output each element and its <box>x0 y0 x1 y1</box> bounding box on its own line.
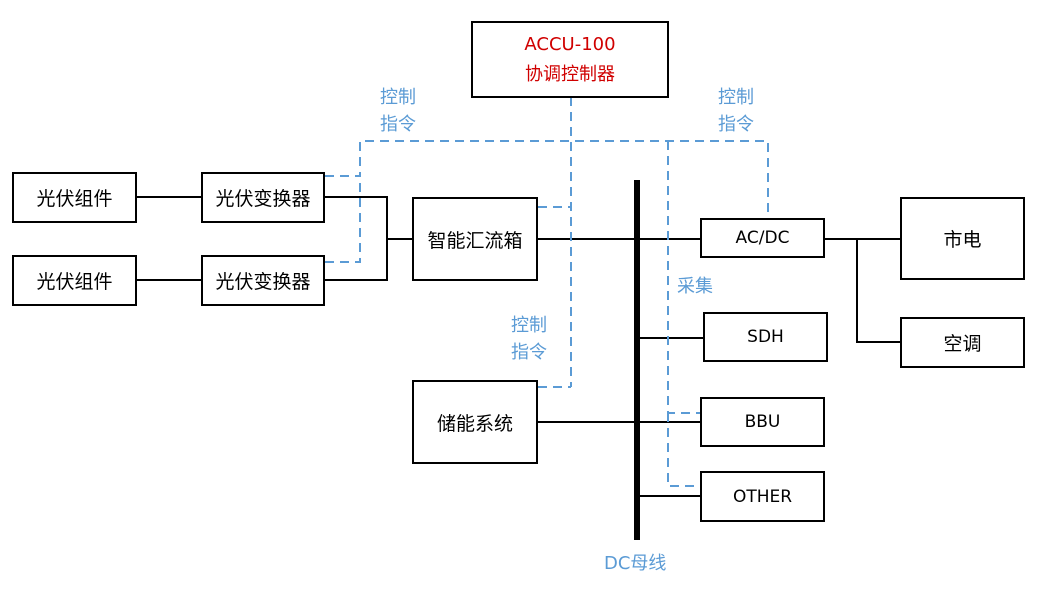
sdh-box: SDH <box>703 312 828 362</box>
control-lines <box>325 97 769 487</box>
acdc-box: AC/DC <box>700 218 825 258</box>
bbu-box: BBU <box>700 397 825 447</box>
controller-model: ACCU-100 <box>524 33 616 55</box>
controller-name: 协调控制器 <box>525 63 615 85</box>
power-wires <box>137 196 900 497</box>
control-label-left: 控制 指令 <box>380 87 416 135</box>
pv-inverter-1: 光伏变换器 <box>201 172 325 223</box>
dc-bus-label: DC母线 <box>604 553 667 574</box>
pv-inverter-2: 光伏变换器 <box>201 255 325 306</box>
mains-box: 市电 <box>900 197 1025 280</box>
control-label-right: 控制 指令 <box>718 87 754 135</box>
pv-module-1: 光伏组件 <box>12 172 137 223</box>
aircon-box: 空调 <box>900 317 1025 368</box>
collect-label: 采集 <box>677 276 713 297</box>
combiner-box: 智能汇流箱 <box>412 197 538 281</box>
controller-box: ACCU-100 协调控制器 <box>471 21 669 98</box>
pv-module-2: 光伏组件 <box>12 255 137 306</box>
storage-system: 储能系统 <box>412 380 538 464</box>
other-box: OTHER <box>700 471 825 522</box>
control-label-middle: 控制 指令 <box>511 315 547 363</box>
